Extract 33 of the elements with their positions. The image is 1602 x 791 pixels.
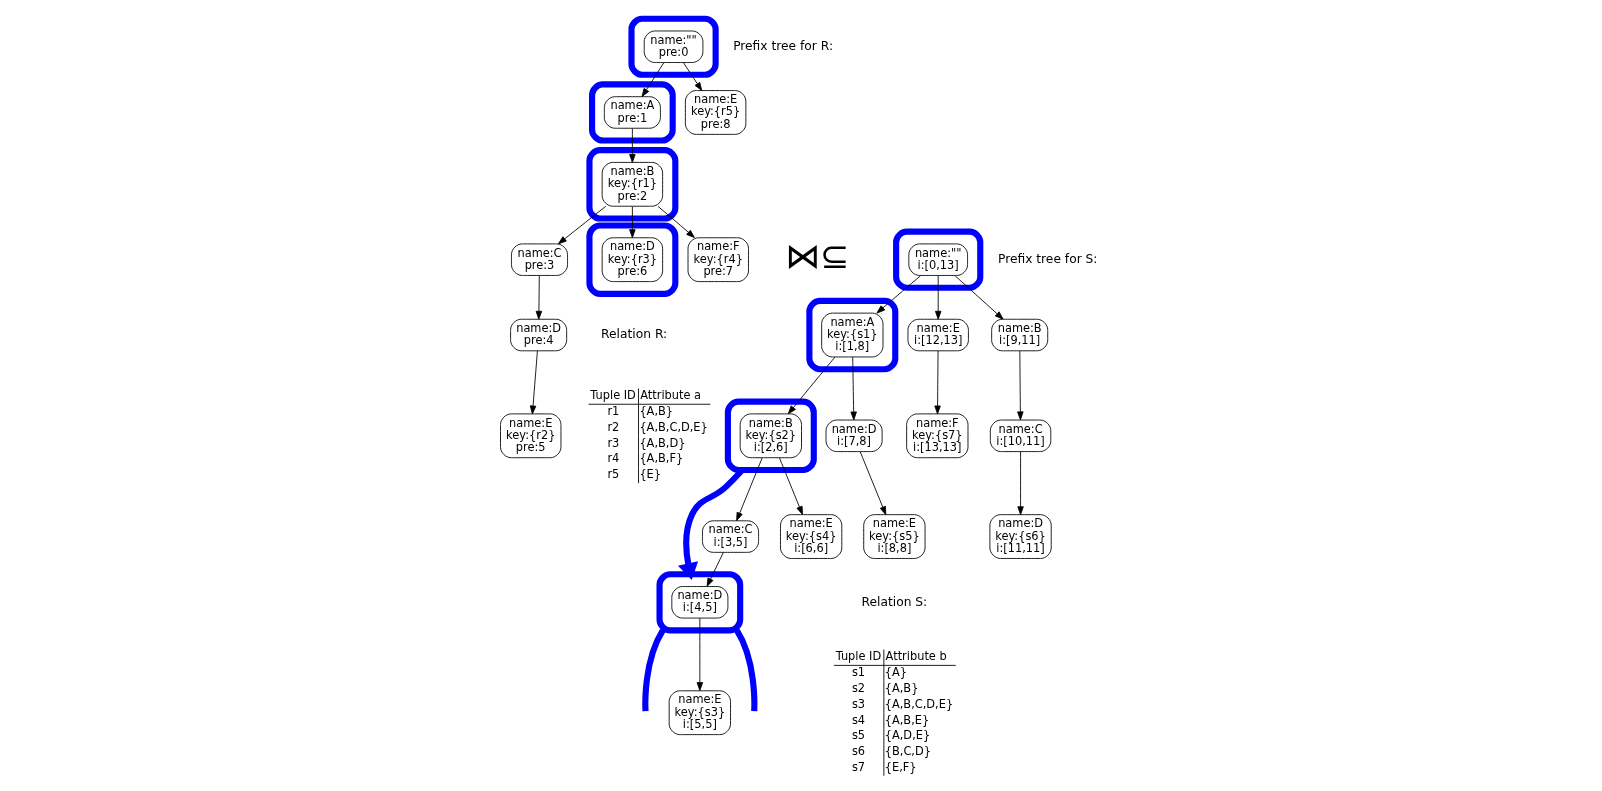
- label: Relation S:: [861, 594, 927, 609]
- label: {B,C,D}: [884, 744, 931, 759]
- label: {A,B}: [638, 404, 673, 419]
- label: ⋈⊆: [784, 235, 849, 277]
- label: Tuple ID: [589, 388, 636, 403]
- label: {A,D,E}: [884, 728, 930, 743]
- label: {E,F}: [884, 759, 917, 774]
- label: {A}: [884, 665, 907, 680]
- label: r5: [606, 467, 619, 482]
- label: Tuple ID: [835, 649, 881, 664]
- label: r2: [606, 419, 619, 434]
- label: r1: [606, 404, 619, 419]
- label: s1: [851, 665, 865, 680]
- label: Relation R:: [600, 327, 667, 342]
- label: {A,B,E}: [884, 712, 929, 727]
- label: s3: [851, 696, 865, 711]
- label: s4: [851, 712, 865, 727]
- label: s7: [851, 759, 865, 774]
- label: {A,B,C,D,E}: [884, 696, 953, 711]
- label: s5: [851, 728, 865, 743]
- label: Attribute b: [885, 649, 947, 664]
- label: r4: [606, 451, 619, 466]
- label: s6: [851, 744, 865, 759]
- label: Prefix tree for R:: [732, 38, 833, 53]
- label: {A,B}: [884, 681, 918, 696]
- label: Prefix tree for S:: [997, 251, 1097, 266]
- label: {A,B,D}: [638, 435, 685, 450]
- label: {A,B,C,D,E}: [638, 419, 708, 434]
- label: Attribute a: [639, 388, 701, 403]
- label: {E}: [638, 467, 661, 482]
- label: r3: [606, 435, 619, 450]
- label: {A,B,F}: [638, 451, 683, 466]
- label: s2: [851, 681, 865, 696]
